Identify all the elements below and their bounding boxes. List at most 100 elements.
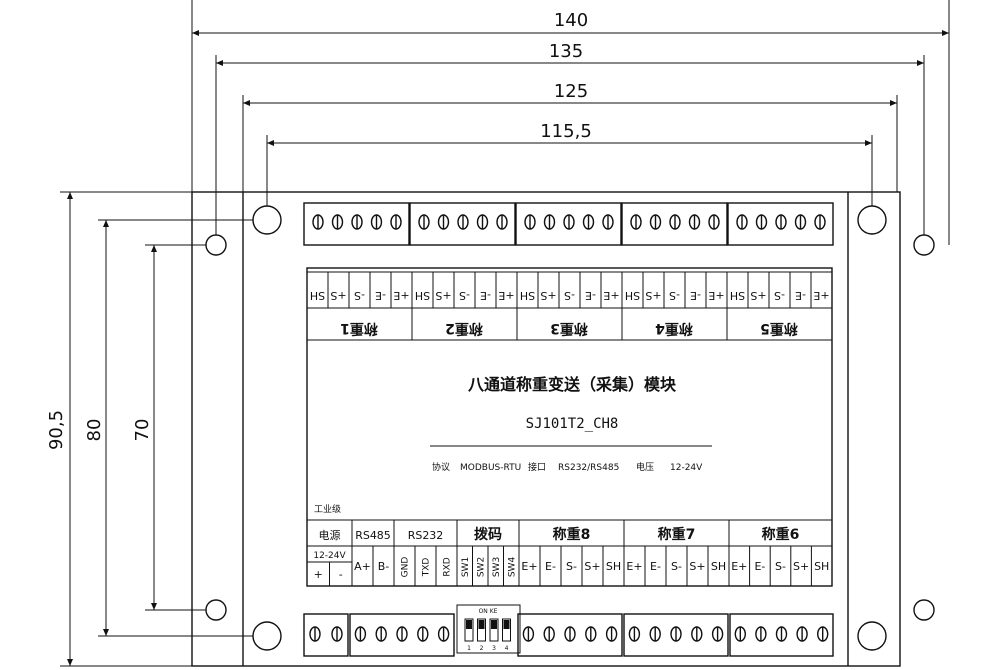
bottom-group-name: 拨码 (474, 526, 502, 543)
terminal-screw[interactable] (563, 214, 575, 230)
top-terminal-block (621, 202, 728, 246)
terminal-screw[interactable] (711, 626, 724, 642)
terminal-screw[interactable] (688, 214, 701, 230)
dim-115-5: 115,5 (540, 121, 592, 142)
bottom-pin-label: B- (378, 560, 390, 573)
terminal-screw[interactable] (775, 626, 788, 642)
terminal-screw[interactable] (582, 214, 595, 230)
terminal-screw[interactable] (390, 214, 402, 230)
terminal-screw[interactable] (755, 626, 767, 642)
bottom-terminal-block (349, 613, 455, 657)
top-channel-name: 称重1 (340, 320, 378, 337)
terminal-screw[interactable] (351, 214, 363, 230)
bottom-pin-label: S- (566, 560, 577, 573)
terminal-screw[interactable] (375, 626, 387, 642)
bottom-terminal-block (729, 613, 834, 657)
terminal-screw[interactable] (814, 214, 826, 230)
terminal-screw[interactable] (309, 626, 321, 642)
terminal-screw[interactable] (522, 626, 535, 642)
mount-hole-top-right-large (857, 205, 887, 235)
top-terminal-block (303, 202, 410, 246)
top-channel-name: 称重2 (445, 320, 483, 337)
bottom-pin-label: E+ (521, 560, 537, 573)
terminal-screw[interactable] (543, 626, 555, 642)
top-terminal-blocks (303, 202, 834, 246)
top-pin-label: +E (708, 289, 724, 302)
terminal-screw[interactable] (755, 214, 768, 230)
top-pin-label: SH (730, 289, 745, 302)
bottom-pin-label: SW1 (461, 557, 471, 577)
mount-hole-bottom-right-small (913, 599, 935, 621)
terminal-screw[interactable] (602, 214, 614, 230)
bottom-pin-label: E+ (731, 560, 747, 573)
terminal-screw[interactable] (457, 214, 469, 230)
terminal-screw[interactable] (354, 626, 367, 642)
top-terminal-block (515, 202, 622, 246)
top-pin-label: +S (750, 289, 766, 302)
dip-toggle[interactable] (464, 618, 474, 642)
terminal-screw[interactable] (418, 214, 430, 230)
spec-voltage-value: 12-24V (670, 463, 703, 473)
terminal-screw[interactable] (670, 626, 682, 642)
spec-protocol-label: 协议 (432, 461, 450, 473)
dip-toggle[interactable] (489, 618, 499, 642)
bottom-pin-label: S+ (793, 560, 809, 573)
terminal-screw[interactable] (630, 214, 642, 230)
bottom-terminal-block (303, 613, 349, 657)
dip-toggle-knob (466, 620, 472, 629)
terminal-screw[interactable] (396, 626, 408, 642)
terminal-screw[interactable] (437, 214, 450, 230)
bottom-pin-label: GND (401, 557, 411, 578)
terminal-screw[interactable] (496, 214, 508, 230)
terminal-screw[interactable] (585, 626, 597, 642)
terminal-screw[interactable] (417, 626, 429, 642)
vertical-dimensions: 90,5 80 70 (46, 191, 253, 667)
terminal-screw[interactable] (708, 214, 720, 230)
terminal-screw[interactable] (649, 626, 661, 642)
module-model: SJ101T2_CH8 (526, 416, 619, 432)
top-pin-label: -E (690, 289, 701, 302)
dip-toggle[interactable] (477, 618, 486, 642)
terminal-screw[interactable] (775, 214, 787, 230)
top-channel-labels: SH+S-S-E+E称重1SH+S-S-E+E称重2SH+S-S-E+E称重3S… (306, 271, 833, 341)
terminal-screw[interactable] (524, 214, 536, 230)
bottom-pin-label: E- (650, 560, 661, 573)
terminal-screw[interactable] (331, 214, 344, 230)
spec-voltage-label: 电压 (636, 461, 654, 473)
top-pin-label: +S (645, 289, 661, 302)
terminal-screw[interactable] (370, 214, 383, 230)
bottom-pin-label: SH (606, 560, 621, 573)
terminal-screw[interactable] (476, 214, 489, 230)
terminal-screw[interactable] (794, 214, 807, 230)
top-pin-label: -E (585, 289, 596, 302)
bottom-group-cell (728, 519, 833, 587)
top-pin-label: SH (310, 289, 325, 302)
terminal-screw[interactable] (691, 626, 703, 642)
bottom-pin-label: SW3 (492, 557, 502, 577)
terminal-screw[interactable] (331, 626, 343, 642)
terminal-screw[interactable] (543, 214, 556, 230)
mount-hole-bottom-right-large (857, 621, 887, 651)
bottom-pin-label: E+ (626, 560, 642, 573)
dip-toggle[interactable] (502, 618, 511, 642)
terminal-screw[interactable] (564, 626, 576, 642)
terminal-screw[interactable] (796, 626, 808, 642)
power-range: 12-24V (313, 551, 346, 561)
terminal-screw[interactable] (437, 626, 450, 642)
top-terminal-block (409, 202, 516, 246)
terminal-screw[interactable] (628, 626, 641, 642)
top-pin-label: +S (540, 289, 556, 302)
terminal-screw[interactable] (736, 214, 748, 230)
terminal-screw[interactable] (649, 214, 662, 230)
terminal-screw[interactable] (734, 626, 746, 642)
terminal-screw[interactable] (817, 626, 829, 642)
terminal-screw[interactable] (605, 626, 618, 642)
top-pin-label: -E (480, 289, 491, 302)
terminal-screw[interactable] (669, 214, 681, 230)
terminal-screw[interactable] (312, 214, 324, 230)
bottom-pin-label: SH (711, 560, 726, 573)
bottom-group-name: 称重8 (553, 526, 591, 543)
